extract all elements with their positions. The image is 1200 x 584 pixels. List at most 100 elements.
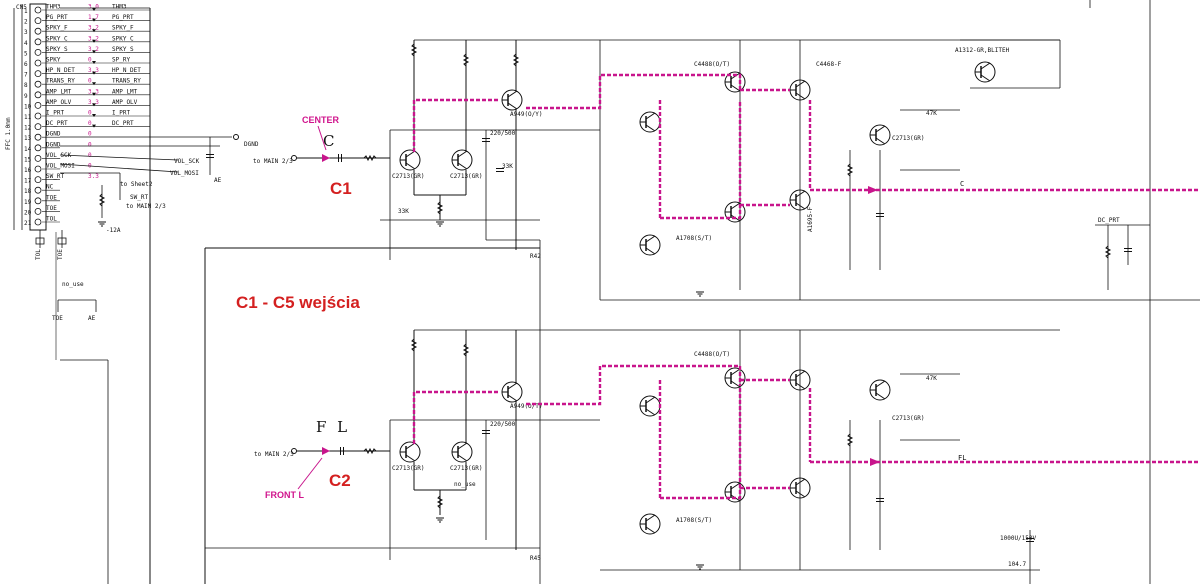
pin-name: TRANS_RY bbox=[46, 78, 75, 85]
pin-voltage: 3.3 bbox=[88, 88, 99, 95]
pin-contact bbox=[34, 70, 42, 77]
net-label: THM3 bbox=[112, 4, 127, 11]
pin-number: 14 bbox=[24, 146, 32, 153]
highlighted-signal-path-fl bbox=[412, 364, 1200, 500]
pin-arrow bbox=[92, 18, 96, 22]
pin-name: SPKY_S bbox=[46, 46, 68, 53]
svg-text:TOE: TOE bbox=[52, 315, 63, 322]
pin-voltage: 3.2 bbox=[88, 46, 99, 53]
net-label: HP_N_DET bbox=[112, 67, 141, 74]
svg-text:AE: AE bbox=[214, 177, 222, 184]
pin-contact bbox=[34, 133, 42, 141]
c73-value: 1000U/150V bbox=[1000, 535, 1037, 542]
pin-voltage: 0 bbox=[88, 131, 92, 138]
pin-contact bbox=[34, 218, 42, 226]
r-47k-label: 47K bbox=[926, 110, 937, 117]
front-l-annotation: FRONT L bbox=[265, 490, 304, 500]
pin-arrow bbox=[92, 124, 96, 128]
q11-type-label: A949(O/Y) bbox=[510, 111, 543, 118]
pin-voltage: 0 bbox=[88, 110, 92, 117]
svg-text:TOL: TOL bbox=[35, 249, 42, 260]
q63-type-label: A1312-GR,BLITEH bbox=[955, 47, 1010, 54]
r108-value: 104.7 bbox=[1008, 561, 1026, 568]
pin-contact bbox=[34, 207, 42, 215]
pin-name: TOE bbox=[46, 205, 57, 212]
pin-number: 21 bbox=[24, 220, 32, 227]
pin-name: SPKY_F bbox=[46, 25, 68, 32]
pin-number: 13 bbox=[24, 135, 32, 142]
pin-voltage: 3.3 bbox=[88, 173, 99, 180]
pin-arrow bbox=[92, 103, 96, 107]
vol-mosi-label: VOL_MOSI bbox=[170, 170, 199, 177]
net-label: TRANS_RY bbox=[112, 78, 141, 85]
minus-12a-label: -12A bbox=[106, 227, 121, 234]
pin-contact bbox=[34, 165, 42, 173]
svg-text:R45: R45 bbox=[530, 555, 541, 562]
svg-text:A1708(S/T): A1708(S/T) bbox=[676, 517, 712, 524]
pin-name: PG_PRT bbox=[46, 14, 68, 21]
q39-type-label: A1708(S/T) bbox=[676, 235, 712, 242]
net-label: DC_PRT bbox=[112, 120, 134, 127]
net-label: SPKY_F bbox=[112, 25, 134, 32]
net-label: AMP_OLV bbox=[112, 99, 138, 106]
pin-name: VOL_MOSI bbox=[46, 163, 75, 170]
pin-number: 4 bbox=[24, 40, 28, 47]
pin-arrow bbox=[92, 114, 96, 117]
pin-number: 16 bbox=[24, 167, 32, 174]
pin-name: HP_N_DET bbox=[46, 67, 75, 74]
pin-voltage: 0 bbox=[88, 78, 92, 85]
pin-voltage: 3.3 bbox=[88, 67, 99, 74]
pin-voltage: 3.3 bbox=[88, 99, 99, 106]
pin-name: DGND bbox=[46, 141, 61, 148]
pin-contact bbox=[34, 17, 42, 25]
pin-arrow bbox=[92, 50, 96, 54]
pin-arrow bbox=[92, 29, 96, 33]
net-label: SP_RY bbox=[112, 57, 130, 64]
pin-contact bbox=[34, 59, 42, 67]
pin-contact bbox=[34, 80, 42, 88]
vol-sck-label: VOL_SCK bbox=[174, 158, 200, 165]
pin-voltage: 3.0 bbox=[88, 4, 99, 11]
c1-annotation: C1 bbox=[330, 179, 352, 198]
pin-voltage: 3.2 bbox=[88, 25, 99, 32]
front-l-channel: to MAIN 2/3 C2713(GR) C2713(GR) 220/500 … bbox=[205, 329, 600, 562]
pin-arrow bbox=[92, 39, 96, 43]
pin-arrow bbox=[92, 8, 96, 11]
svg-text:TOE: TOE bbox=[57, 249, 64, 260]
svg-text:33K: 33K bbox=[502, 163, 513, 170]
pin-contact bbox=[34, 6, 42, 14]
arrow-fl-out bbox=[870, 458, 880, 466]
pin-number: 2 bbox=[24, 19, 28, 26]
center-annotation: CENTER bbox=[302, 115, 340, 125]
svg-text:no_use: no_use bbox=[454, 481, 476, 488]
pin-contact bbox=[34, 154, 42, 162]
connector-bottom-parts: TOL TOE no_use TOE AE bbox=[35, 230, 97, 322]
pin-name: VOL_SCK bbox=[46, 152, 72, 159]
pin-number: 9 bbox=[24, 93, 28, 100]
dgnd-label: DGND bbox=[244, 141, 259, 148]
pin-arrow bbox=[92, 61, 96, 64]
pin-contact bbox=[34, 144, 42, 152]
connector-pin-row: 20 TOE bbox=[24, 205, 60, 216]
pin-voltage: 1.7 bbox=[88, 14, 99, 21]
highlighted-signal-path-center bbox=[412, 73, 1200, 220]
pin-name: I_PRT bbox=[46, 110, 64, 117]
pin-number: 10 bbox=[24, 103, 32, 110]
svg-text:C2713(GR): C2713(GR) bbox=[392, 465, 425, 472]
to-main-label-2: to MAIN 2/3 bbox=[254, 451, 294, 458]
out-fl-label: FL bbox=[958, 454, 966, 462]
pin-number: 12 bbox=[24, 125, 32, 132]
cn5-ref: CN5 bbox=[16, 4, 27, 11]
r-33k-label: 33K bbox=[398, 208, 409, 215]
channel-fl-label: F L bbox=[316, 418, 350, 436]
pin-number: 20 bbox=[24, 209, 32, 216]
inputs-heading: C1 - C5 wejścia bbox=[236, 293, 360, 312]
